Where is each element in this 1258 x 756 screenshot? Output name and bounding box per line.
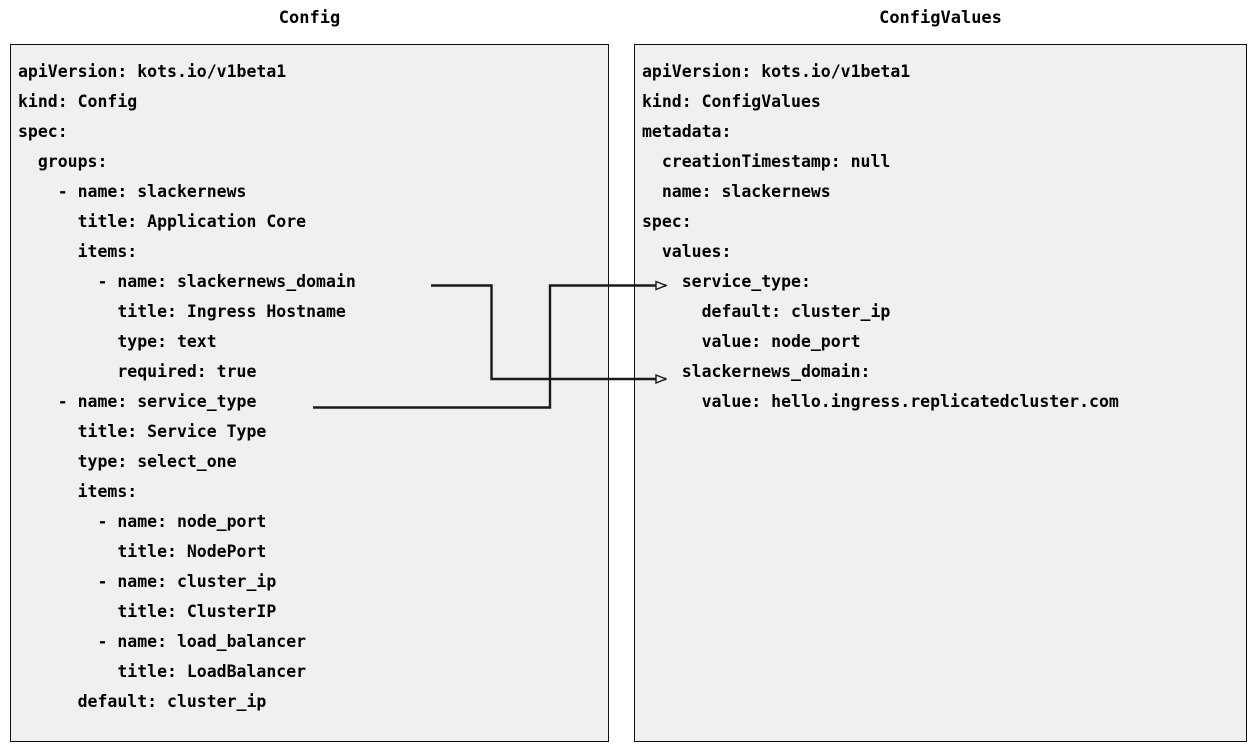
code-line: apiVersion: kots.io/v1beta1 [642, 62, 911, 81]
code-line: - name: node_port [18, 512, 267, 531]
code-line: type: select_one [18, 452, 237, 471]
code-line: - name: slackernews [18, 182, 247, 201]
code-line: title: LoadBalancer [18, 662, 307, 681]
code-line: value: hello.ingress.replicatedcluster.c… [642, 392, 1119, 411]
code-line: creationTimestamp: null [642, 152, 891, 171]
code-line: groups: [18, 152, 108, 171]
code-line: - name: slackernews_domain [18, 272, 356, 291]
code-line: required: true [18, 362, 257, 381]
code-line: spec: [18, 122, 68, 141]
code-line: kind: Config [18, 92, 138, 111]
code-line: metadata: [642, 122, 732, 141]
code-line: title: NodePort [18, 542, 267, 561]
panel-title-config: Config [278, 8, 341, 28]
code-line: - name: load_balancer [18, 632, 307, 651]
configvalues-yaml-code: apiVersion: kots.io/v1beta1 kind: ConfigV… [635, 45, 1246, 417]
code-line: apiVersion: kots.io/v1beta1 [18, 62, 287, 81]
code-line: slackernews_domain: [642, 362, 871, 381]
config-yaml-code: apiVersion: kots.io/v1beta1 kind: Config s… [11, 45, 608, 717]
code-line: default: cluster_ip [18, 692, 267, 711]
code-line: title: Ingress Hostname [18, 302, 346, 321]
code-line: spec: [642, 212, 692, 231]
code-line: - name: service_type [18, 392, 257, 411]
code-line: items: [18, 482, 138, 501]
code-line: value: node_port [642, 332, 861, 351]
panel-title-configvalues: ConfigValues [879, 8, 1002, 28]
code-line: title: Application Core [18, 212, 307, 231]
code-line: items: [18, 242, 138, 261]
code-line: title: ClusterIP [18, 602, 277, 621]
config-yaml-panel: apiVersion: kots.io/v1beta1 kind: Config s… [10, 44, 609, 742]
configvalues-yaml-panel: apiVersion: kots.io/v1beta1 kind: ConfigV… [634, 44, 1247, 742]
code-line: name: slackernews [642, 182, 831, 201]
code-line: - name: cluster_ip [18, 572, 277, 591]
code-line: kind: ConfigValues [642, 92, 821, 111]
code-line: type: text [18, 332, 217, 351]
code-line: service_type: [642, 272, 811, 291]
code-line: title: Service Type [18, 422, 267, 441]
code-line: default: cluster_ip [642, 302, 891, 321]
code-line: values: [642, 242, 732, 261]
